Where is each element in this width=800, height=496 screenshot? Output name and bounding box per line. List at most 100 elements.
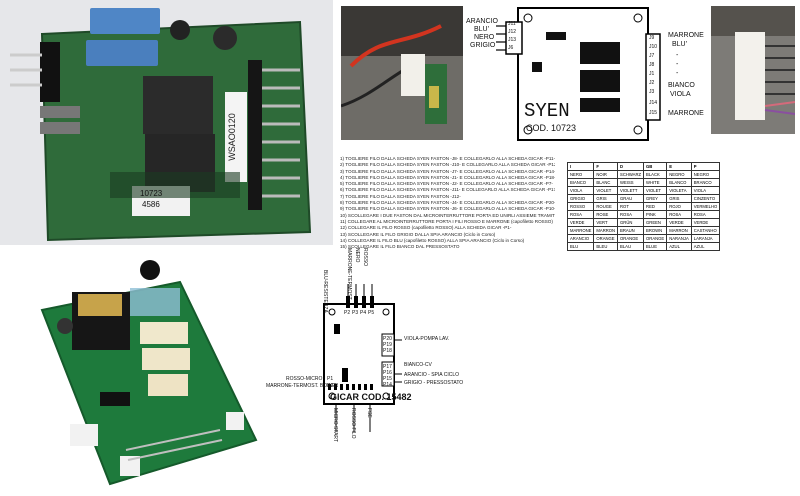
header-cell: D (617, 162, 645, 171)
table-cell: ORANGE (643, 234, 668, 243)
instruction-item: 1) TOGLIERE FILO DALLA SCHEDA SYEN FASTO… (340, 156, 555, 161)
table-cell: ORANGE (617, 234, 645, 243)
table-cell: GRIS (666, 194, 692, 203)
table-cell: WHITE (643, 178, 668, 187)
table-cell: VERMELHO (690, 202, 721, 211)
gicar-top-label-0: BLU-RESISTENZA (322, 270, 328, 313)
syen-right-pin-5: J2 (649, 80, 655, 86)
gicar-top-pin-0: P2 (344, 310, 351, 316)
table-cell: BIANCO (566, 178, 595, 187)
table-cell: ROUGE (593, 202, 619, 211)
table-cell: GREY (643, 194, 668, 203)
label-mid: 10723 (140, 189, 163, 198)
gicar-top-pin-2: P4 (360, 310, 367, 316)
gicar-right-pin-6: P14 (383, 382, 392, 388)
table-cell: PINK (643, 210, 668, 219)
instruction-item: 13) SCOLLEGARE IL FILO GRIGIO DALLA SPIA… (340, 231, 496, 237)
table-cell: VERT (593, 218, 619, 227)
gicar-right-label-0: VIOLA-POMPA LAV. (404, 336, 450, 342)
gicar-right-label-2: ARANCIO - SPIA CICLO (404, 372, 460, 378)
instruction-item: 2) TOGLIERE FILO DALLA SCHEDA SYEN FASTO… (340, 162, 555, 168)
syen-right-pin-4: J1 (649, 71, 655, 77)
syen-right-wire-5: BIANCO (668, 82, 695, 89)
table-cell: NERO (566, 170, 595, 179)
pcb-photo-gicar (30, 252, 262, 492)
syen-left-wire-0: ARANCIO (466, 18, 498, 25)
syen-right-pin-7: J14 (649, 100, 658, 106)
syen-left-pin-3: J6 (508, 45, 514, 51)
table-cell: NEGRO (666, 170, 692, 179)
table-cell: BLEU (593, 242, 619, 251)
gicar-left-label-1: MARRONE-TERMOST. BOILER (266, 383, 339, 389)
table-cell: ROSA (617, 210, 645, 219)
table-cell: GREEN (643, 218, 668, 227)
table-cell: ROSA (690, 210, 721, 219)
table-cell: CASTANHO (690, 226, 721, 235)
table-cell: BLU (566, 242, 595, 251)
table-cell: ROJO (666, 202, 692, 211)
table-cell: VERDE (690, 218, 721, 227)
table-cell: ROSE (593, 210, 619, 219)
table-cell: AZUL (666, 242, 692, 251)
table-cell: NOIR (593, 170, 619, 179)
table-cell: GRÜN (617, 218, 645, 227)
gicar-right-pin-4: P16 (383, 370, 392, 376)
gicar-left-pin-1: P21 (327, 383, 336, 389)
label-side: WSAO0120 (226, 113, 237, 161)
header-cell: E (666, 162, 692, 171)
table-cell: ROSA (666, 210, 692, 219)
table-cell: ROSSO (566, 202, 595, 211)
table-cell: VERDE (666, 218, 692, 227)
instruction-item: 9) TOGLIERE FILO DALLA SCHEDA SYEN FASTO… (340, 206, 555, 212)
table-cell: ROT (617, 202, 645, 211)
table-cell: MARRON (666, 226, 692, 235)
connector-photo-right (711, 6, 795, 134)
table-cell: ROSA (566, 210, 595, 219)
gicar-top-label-3: ROSSO (362, 248, 368, 267)
table-cell: VIOLETA (666, 186, 692, 195)
table-cell: BLACK (643, 170, 668, 179)
gicar-right-pin-2: P18 (383, 348, 392, 354)
syen-right-pin-8: J15 (649, 110, 658, 116)
syen-left-pin-2: J13 (508, 37, 517, 43)
gicar-right-pin-1: P19 (383, 342, 392, 348)
gicar-top-pin-3: P5 (368, 310, 375, 316)
syen-diagram: ARANCIO BLU' NERO GRIGIO J11 J12 J13 J6 … (466, 4, 706, 144)
syen-left-wire-1: BLU' (474, 26, 489, 33)
syen-right-pin-0: J9 (649, 35, 655, 41)
gicar-right-label-3: GRIGIO - PRESSOSTATO (404, 380, 464, 386)
table-cell: CINZENTO (690, 194, 721, 203)
instructions-list: 1) TOGLIERE FILO DALLA SCHEDA SYEN FASTO… (340, 156, 555, 250)
pcb-photo-syen: WSAO0120 10723 4586 (0, 0, 333, 245)
gicar-left-pin-0: P1 (327, 376, 334, 382)
table-cell: VIOLA (690, 186, 721, 195)
instruction-item: 12) COLLEGARE IL FILO ROSSO (capofiletto… (340, 225, 512, 231)
table-cell: BLUE (643, 242, 668, 251)
syen-left-wire-2: NERO (474, 34, 495, 41)
table-cell: NEGRO (690, 170, 721, 179)
syen-right-wire-6: VIOLA (670, 91, 691, 98)
table-cell: VIOLET (593, 186, 619, 195)
table-cell: VIOLETT (617, 186, 645, 195)
table-cell: LARANJA (690, 234, 721, 243)
gicar-right-pin-3: P17 (383, 364, 392, 370)
syen-left-pin-1: J12 (508, 29, 517, 35)
syen-right-pin-2: J7 (649, 53, 655, 59)
table-cell: ORANGE (593, 234, 619, 243)
table-cell: BLAU (617, 242, 645, 251)
table-cell: VIOLET (643, 186, 668, 195)
table-cell: GRIGIO (566, 194, 595, 203)
instruction-item: 6) TOGLIERE FILO DALLA SCHEDA SYEN FASTO… (340, 187, 555, 193)
table-cell: BLANC (593, 178, 619, 187)
instruction-item: 7) TOGLIERE FILO DALLA SCHEDA SYEN FASTO… (340, 193, 461, 199)
syen-right-wire-4: - (676, 70, 679, 77)
gicar-left-label-0: ROSSO-MICRO (286, 376, 323, 382)
instruction-item: 8) TOGLIERE FILO DALLA SCHEDA SYEN FASTO… (340, 200, 555, 206)
syen-right-wire-1: BLU' (672, 41, 687, 48)
